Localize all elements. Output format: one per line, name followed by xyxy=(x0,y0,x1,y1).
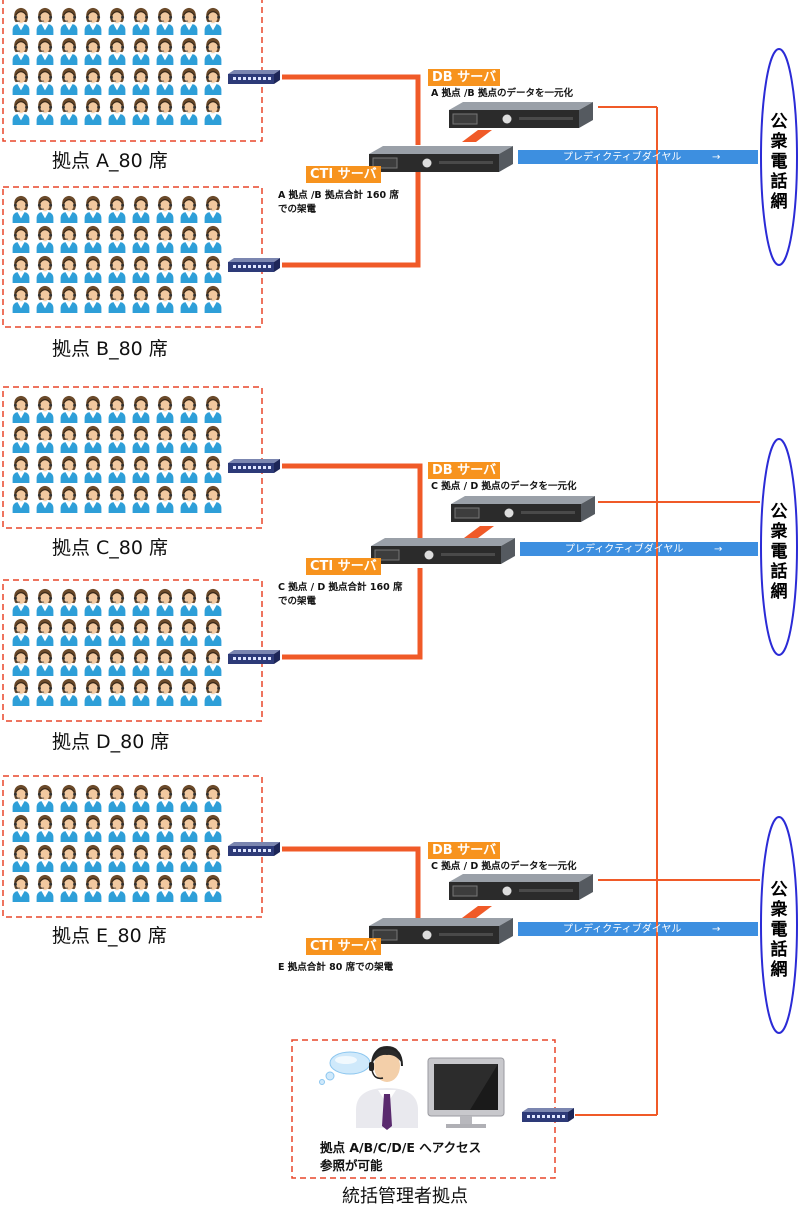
db-server-3-label: DB サーバ xyxy=(428,842,501,859)
site-b-switch-icon xyxy=(228,258,280,272)
arrow-right-icon: → xyxy=(714,544,723,555)
db-server-2-note: C 拠点 / D 拠点のデータを一元化 xyxy=(431,481,577,492)
public-network-3 xyxy=(760,816,798,1034)
site-e-switch-icon xyxy=(228,842,280,856)
cti-server-3-label: CTI サーバ xyxy=(306,938,381,955)
monitor-icon xyxy=(427,1057,505,1128)
cti-server-1-note-line1: A 拠点 /B 拠点合計 160 席 xyxy=(278,190,399,201)
cti-server-2-note-line2: での架電 xyxy=(278,596,317,607)
db-server-2-icon xyxy=(450,495,596,523)
site-a-switch-icon xyxy=(228,70,280,84)
public-network-2 xyxy=(760,438,798,656)
public-network-3-label: 公衆電話網 xyxy=(770,880,788,980)
predictive-arrow-2 xyxy=(520,542,758,556)
cti-server-2-note-line1: C 拠点 / D 拠点合計 160 席 xyxy=(278,582,403,593)
admin-switch-icon xyxy=(522,1108,574,1122)
site-e-operators xyxy=(11,784,223,902)
db-server-1-icon xyxy=(448,101,594,129)
cti-server-3-icon xyxy=(368,917,514,945)
public-network-1 xyxy=(760,48,798,266)
db-server-2-label: DB サーバ xyxy=(428,462,501,479)
site-d-switch-icon xyxy=(228,650,280,664)
admin-access-text-line2: 参照が可能 xyxy=(320,1158,383,1173)
group1-connection-lines xyxy=(282,74,657,268)
public-network-2-label: 公衆電話網 xyxy=(770,502,788,602)
site-b-label: 拠点 B_80 席 xyxy=(52,338,168,360)
site-c-switch-icon xyxy=(228,459,280,473)
predictive-dial-label-1: プレディクティブダイヤル xyxy=(563,152,682,163)
admin-headset-person-icon xyxy=(356,1046,418,1130)
site-a-box xyxy=(2,0,263,142)
db-server-3-icon xyxy=(448,873,594,901)
site-e-label: 拠点 E_80 席 xyxy=(52,925,167,947)
db-server-1-label: DB サーバ xyxy=(428,69,501,86)
cti-server-1-label: CTI サーバ xyxy=(306,166,381,183)
cti-server-1-note-line2: での架電 xyxy=(278,204,317,215)
site-a-operators xyxy=(11,7,223,125)
db-server-1-note: A 拠点 /B 拠点のデータを一元化 xyxy=(431,88,573,99)
cti-server-2-icon xyxy=(370,537,516,565)
admin-site-label: 統括管理者拠点 xyxy=(342,1186,468,1207)
site-d-label: 拠点 D_80 席 xyxy=(52,731,170,753)
predictive-arrow-3 xyxy=(518,922,758,936)
site-b-operators xyxy=(11,195,223,313)
site-a-label: 拠点 A_80 席 xyxy=(52,150,168,172)
cti-server-2-label: CTI サーバ xyxy=(306,558,381,575)
site-c-label: 拠点 C_80 席 xyxy=(52,537,169,559)
cti-server-1-icon xyxy=(368,145,514,173)
predictive-dial-label-3: プレディクティブダイヤル xyxy=(563,924,682,935)
predictive-arrow-1 xyxy=(518,150,758,164)
public-network-1-label: 公衆電話網 xyxy=(770,112,788,212)
cti-server-3-note-line1: E 拠点合計 80 席での架電 xyxy=(278,962,394,973)
predictive-dial-label-2: プレディクティブダイヤル xyxy=(565,544,684,555)
site-d-operators xyxy=(11,588,223,706)
group3-connection-lines xyxy=(282,846,657,920)
group2-connection-lines xyxy=(282,463,657,660)
admin-access-text-line1: 拠点 A/B/C/D/E へアクセス xyxy=(320,1140,482,1155)
arrow-right-icon: → xyxy=(712,924,721,935)
speech-bubble-icon xyxy=(319,1051,371,1085)
arrow-right-icon: → xyxy=(712,152,721,163)
db-server-3-note: C 拠点 / D 拠点のデータを一元化 xyxy=(431,861,577,872)
site-c-operators xyxy=(11,395,223,513)
admin-backbone-line xyxy=(575,107,760,1116)
